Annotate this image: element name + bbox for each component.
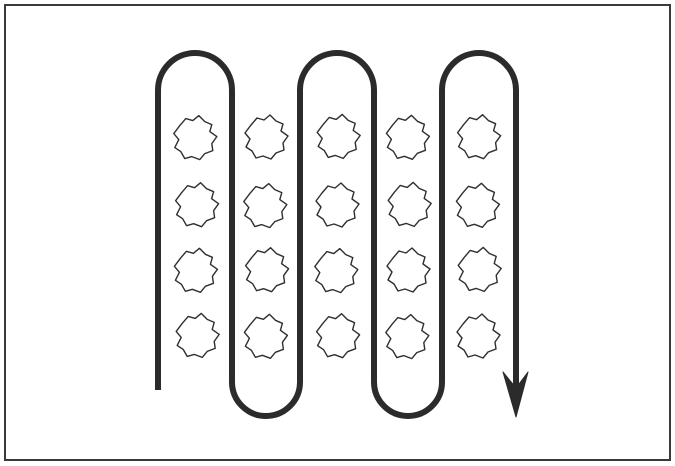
diagram-frame — [5, 5, 670, 460]
